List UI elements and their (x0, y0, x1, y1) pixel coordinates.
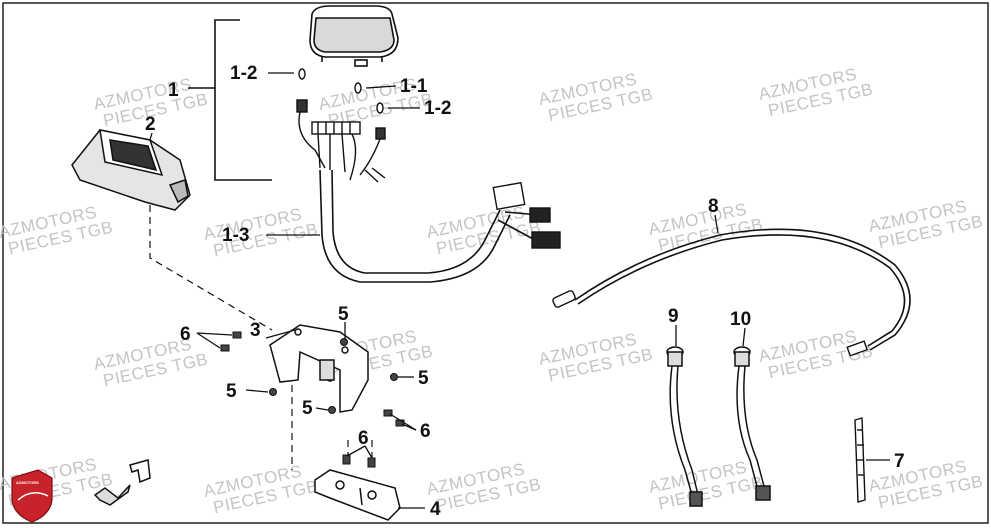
fasteners (220, 331, 405, 468)
callout-6-left: 6 (180, 324, 191, 345)
callout-labels: 1 1-2 1-1 1-2 1-3 2 3 4 5 5 5 5 6 6 6 7 … (145, 63, 905, 520)
callout-5-top: 5 (338, 304, 349, 325)
callout-8: 8 (708, 196, 719, 217)
callout-5-right: 5 (418, 368, 429, 389)
callout-5-mid: 5 (302, 398, 313, 419)
bulb-parts (296, 68, 386, 140)
small-clip (93, 459, 151, 506)
callout-4: 4 (430, 499, 441, 520)
harness-connectors (492, 181, 561, 249)
lower-plate (314, 469, 401, 521)
azmotors-logo: AZMOTORS (11, 469, 53, 523)
callout-1-2-right: 1-2 (424, 98, 451, 119)
callout-6-right: 6 (420, 421, 431, 442)
indicator-lamp-10 (733, 346, 771, 501)
callout-3: 3 (250, 320, 261, 341)
mounting-bracket (269, 324, 369, 413)
cable-tie (854, 417, 866, 503)
meter-cover (71, 129, 191, 211)
callout-5-left: 5 (226, 381, 237, 402)
callout-1-3: 1-3 (222, 225, 249, 246)
leader-lines (149, 72, 890, 509)
wiring-socket-block (298, 111, 386, 183)
callout-2: 2 (145, 114, 156, 135)
logo-text: AZMOTORS (16, 480, 39, 485)
group-1-bracket (188, 19, 272, 181)
cable-ends (552, 290, 869, 357)
callout-9: 9 (668, 306, 679, 327)
callout-6-bottom: 6 (358, 428, 369, 449)
callout-1-1: 1-1 (400, 76, 428, 97)
speedometer-cable (574, 228, 911, 351)
instrument-cluster (309, 5, 399, 67)
callout-1-2-top: 1-2 (230, 63, 257, 84)
callout-10: 10 (730, 309, 751, 330)
callout-1: 1 (168, 80, 179, 101)
indicator-lamp-9 (666, 346, 703, 507)
callout-7: 7 (894, 451, 905, 472)
